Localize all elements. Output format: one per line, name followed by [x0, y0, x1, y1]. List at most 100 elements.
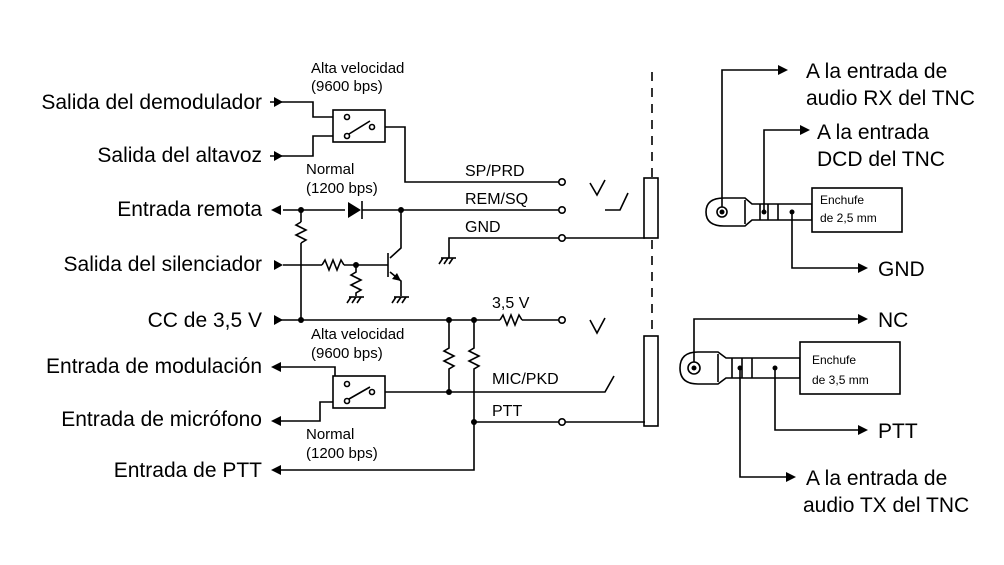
switch-bottom-contact-common — [368, 388, 376, 396]
switch-bottom-normal-label: Normal — [306, 426, 354, 443]
pin-rem-sq-dot — [557, 206, 566, 215]
switch-bottom-body — [332, 375, 386, 409]
label-remote-in: Entrada remota — [117, 198, 262, 221]
pin-label-mic-pkd: MIC/PKD — [492, 371, 559, 388]
plug-35-size: de 3,5 mm — [812, 373, 869, 387]
plug-35-ring-contact — [737, 365, 743, 371]
pin-label-rem-sq: REM/SQ — [465, 191, 528, 208]
lower-wiring — [271, 312, 645, 475]
connector-upper — [643, 177, 659, 239]
switch-bottom-high-rate: (9600 bps) — [311, 345, 383, 362]
plug-25-gnd: GND — [878, 258, 925, 281]
pin-label-gnd: GND — [465, 219, 501, 236]
arrow-plug35-nc — [858, 314, 868, 324]
label-demod-out: Salida del demodulador — [41, 91, 262, 114]
switch-bottom-high-label: Alta velocidad — [311, 326, 404, 343]
switch-top-to-sp — [385, 126, 560, 183]
wire-demod-out — [270, 101, 335, 118]
wire-plug25-dcd — [763, 129, 800, 212]
switch-top-contact-b — [343, 132, 351, 140]
upper-wiring — [270, 97, 645, 320]
label-dc-35v: CC de 3,5 V — [148, 309, 262, 332]
arrow-plug35-tx — [786, 472, 796, 482]
plug-25-shell — [705, 197, 813, 227]
resistor-35v — [499, 312, 523, 328]
switch-bottom-contact-b — [343, 397, 351, 405]
wire-plug35-tx — [739, 368, 786, 478]
ground-symbol-2 — [391, 296, 409, 304]
diode-body — [348, 202, 361, 218]
left-labels: Salida del demodulador Salida del altavo… — [41, 91, 262, 482]
pin-sp-prd-dot — [557, 178, 566, 187]
plug-35-body — [799, 341, 901, 395]
arrow-plug25-gnd — [858, 263, 868, 273]
plug-25-sleeve-contact — [789, 209, 795, 215]
pin-label-35v: 3,5 V — [492, 295, 530, 312]
switch-bottom-contact-a — [343, 380, 351, 388]
arrow-ptt-in — [271, 465, 281, 475]
resistor-base — [321, 257, 345, 273]
switch-bottom-blade — [348, 386, 371, 400]
wire-pullup-2 — [467, 320, 481, 422]
switch-top-normal-rate: (1200 bps) — [306, 180, 378, 197]
arrow-plug35-ptt — [858, 425, 868, 435]
label-squelch-out: Salida del silenciador — [64, 253, 262, 276]
plug-35-nc: NC — [878, 309, 908, 332]
pin-35v-dot — [557, 315, 566, 324]
wire-ptt — [274, 422, 475, 471]
plug-25-body — [811, 187, 903, 233]
arrow-plug25-dcd — [800, 125, 810, 135]
pin-label-ptt: PTT — [492, 403, 522, 420]
label-mod-in: Entrada de modulación — [46, 355, 262, 378]
plug-25-rx-line2: audio RX del TNC — [806, 87, 975, 110]
plug-35-sleeve-contact — [772, 365, 778, 371]
resistor-base-ground — [349, 265, 363, 296]
switch-top-body — [332, 109, 386, 143]
arrow-mic-in — [271, 416, 281, 426]
switch-top-high-rate: (9600 bps) — [311, 78, 383, 95]
plug-35-tip-contact — [691, 365, 697, 371]
arrow-speaker-out — [274, 151, 283, 161]
wire-plug25-rx — [721, 69, 778, 207]
arrow-squelch-out — [274, 260, 283, 270]
wire-mod-in — [274, 366, 336, 380]
plug-25-name: Enchufe — [820, 193, 864, 207]
plug-2-5mm: Enchufe de 2,5 mm — [705, 65, 903, 273]
pin-sp-prd-hook — [589, 179, 606, 197]
switch-top-contact-a — [343, 113, 351, 121]
ground-symbol-1 — [346, 296, 364, 304]
pin-mic-pkd-hook — [590, 375, 615, 393]
plug-35-ptt: PTT — [878, 420, 918, 443]
pin-ptt-dot — [557, 417, 566, 426]
plug-35-tx-line1: A la entrada de — [806, 467, 947, 490]
pin-rem-sq-hook — [605, 192, 629, 211]
plug-35-name: Enchufe — [812, 353, 856, 367]
plug-25-ring-contact — [761, 209, 767, 215]
transistor-emitter-arrow — [392, 273, 401, 281]
plug-25-dcd-line2: DCD del TNC — [817, 148, 945, 171]
wire-plug25-gnd — [791, 212, 858, 269]
wire-mic-in — [274, 401, 335, 422]
connector-lower — [643, 335, 659, 427]
label-ptt-in: Entrada de PTT — [114, 459, 262, 482]
plug-35-shell — [679, 351, 801, 385]
switch-top-contact-common — [368, 123, 376, 131]
pin-35v-hook — [589, 317, 606, 335]
wire-collector — [389, 210, 402, 259]
junction-dc-left — [298, 317, 304, 323]
switch-bottom-normal-rate: (1200 bps) — [306, 445, 378, 462]
label-mic-in: Entrada de micrófono — [61, 408, 262, 431]
arrow-remote-in — [271, 205, 281, 215]
plug-25-size: de 2,5 mm — [820, 211, 877, 225]
plug-25-dcd-line1: A la entrada — [817, 121, 929, 144]
pin-label-sp-prd: SP/PRD — [465, 163, 525, 180]
arrow-mod-in — [271, 362, 281, 372]
arrow-demod-out — [274, 97, 283, 107]
label-speaker-out: Salida del altavoz — [97, 144, 262, 167]
plug-3-5mm: Enchufe de 3,5 mm — [679, 314, 901, 482]
pin-gnd-dot — [557, 234, 566, 243]
plug-25-tip-contact — [719, 209, 725, 215]
plug-25-rx-line1: A la entrada de — [806, 60, 947, 83]
switch-top-high-label: Alta velocidad — [311, 60, 404, 77]
